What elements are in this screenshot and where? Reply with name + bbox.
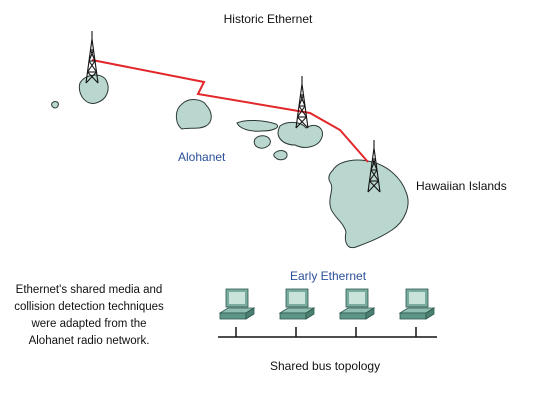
radio-tower-icon [295,76,309,129]
radio-tower-icon [85,31,99,84]
diagram-title: Historic Ethernet [223,12,313,26]
island-kahoolawe [273,150,288,161]
early-ethernet-label: Early Ethernet [290,269,367,283]
shared-bus-topology-label: Shared bus topology [270,359,381,373]
island-niihau [51,101,59,109]
island-group [51,74,409,249]
computer-icon [218,288,256,320]
computer-icon [338,288,376,320]
island-oahu [175,99,212,130]
island-molokai [236,120,279,132]
computer-icon [278,288,316,320]
radio-tower-icon [367,140,381,193]
caption-text: Ethernet's shared media and collision de… [14,284,164,347]
radio-link [91,59,369,163]
hawaiian-islands-label: Hawaiian Islands [416,179,507,193]
island-hawaii [328,159,409,249]
island-maui [277,121,323,148]
island-lanai [253,135,271,149]
alohanet-label: Alohanet [178,150,226,164]
computer-icon [398,288,436,320]
